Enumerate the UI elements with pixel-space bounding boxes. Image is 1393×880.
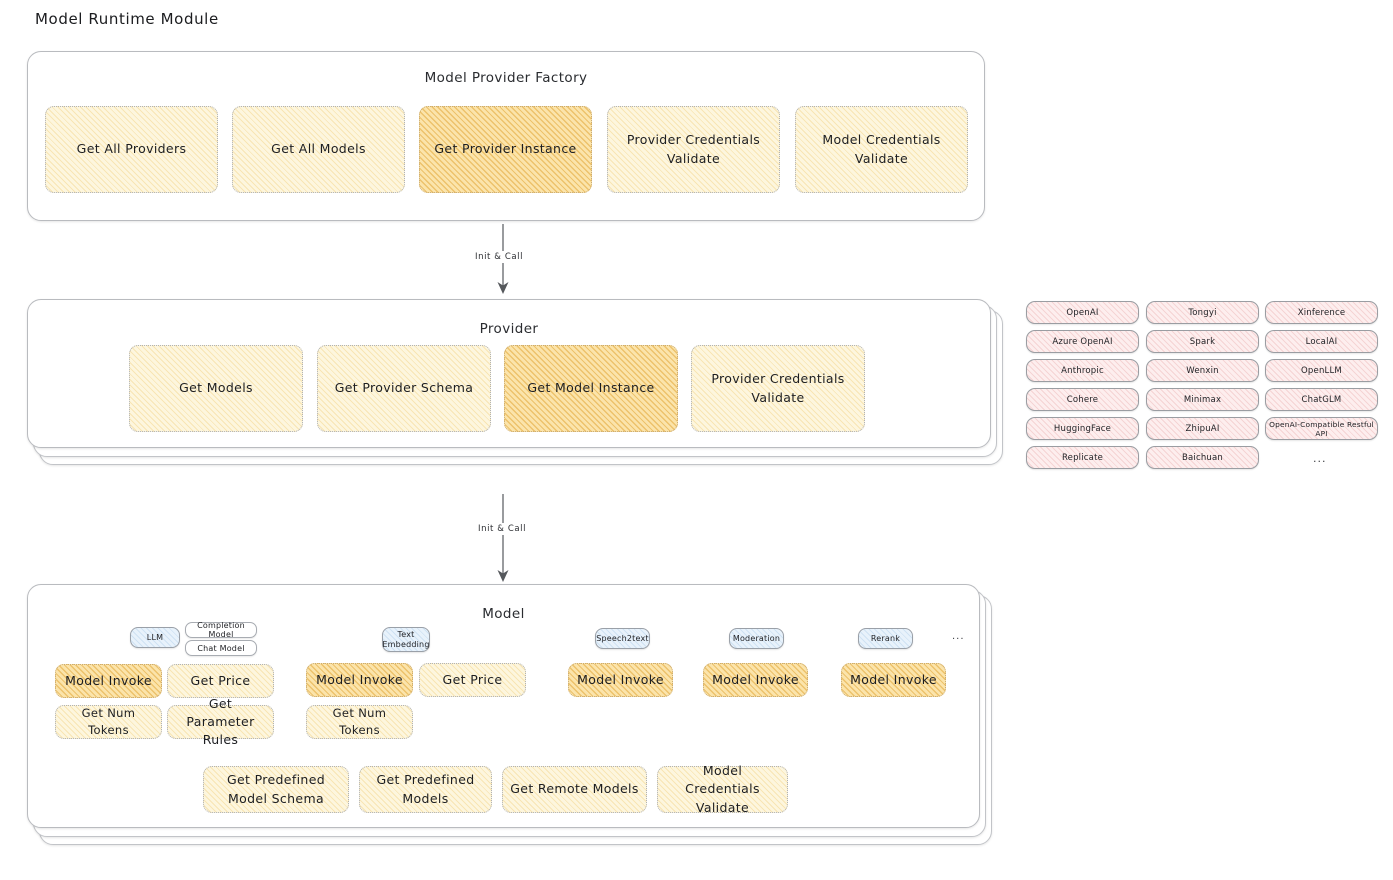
provider-chip-anthropic[interactable]: Anthropic — [1026, 359, 1139, 382]
provider-chip-chatglm[interactable]: ChatGLM — [1265, 388, 1378, 411]
page-title: Model Runtime Module — [35, 10, 219, 28]
model-type-chip-text-embedding[interactable]: Text Embedding — [382, 627, 430, 652]
model-common-op-get-remote-models[interactable]: Get Remote Models — [502, 766, 647, 813]
provider-chip-replicate[interactable]: Replicate — [1026, 446, 1139, 469]
provider-panel-title: Provider — [479, 321, 539, 337]
model-type-chip-speech2text[interactable]: Speech2text — [595, 628, 650, 649]
text-embedding-op-get-num-tokens[interactable]: Get Num Tokens — [306, 705, 413, 739]
model-types-more: ... — [952, 631, 965, 642]
factory-box-provider-credentials-validate[interactable]: Provider Credentials Validate — [607, 106, 780, 193]
arrow-provider-to-model-icon — [497, 494, 509, 582]
model-type-chip-llm[interactable]: LLM — [130, 627, 180, 648]
llm-op-get-num-tokens[interactable]: Get Num Tokens — [55, 705, 162, 739]
provider-chip-baichuan[interactable]: Baichuan — [1146, 446, 1259, 469]
provider-box-get-model-instance[interactable]: Get Model Instance — [504, 345, 678, 432]
llm-op-model-invoke[interactable]: Model Invoke — [55, 664, 162, 698]
factory-panel-title: Model Provider Factory — [424, 70, 588, 86]
rerank-op-model-invoke[interactable]: Model Invoke — [841, 663, 946, 697]
factory-box-get-provider-instance[interactable]: Get Provider Instance — [419, 106, 592, 193]
llm-op-get-price[interactable]: Get Price — [167, 664, 274, 698]
provider-chip-openai-compatible-restful-api[interactable]: OpenAI-Compatible Restful API — [1265, 417, 1378, 440]
model-common-op-get-predefined-models[interactable]: Get Predefined Models — [359, 766, 492, 813]
provider-chip-openai[interactable]: OpenAI — [1026, 301, 1139, 324]
factory-box-get-all-providers[interactable]: Get All Providers — [45, 106, 218, 193]
provider-chip-tongyi[interactable]: Tongyi — [1146, 301, 1259, 324]
provider-chip-localai[interactable]: LocalAI — [1265, 330, 1378, 353]
model-type-chip-rerank[interactable]: Rerank — [858, 628, 913, 649]
speech2text-op-model-invoke[interactable]: Model Invoke — [568, 663, 673, 697]
moderation-op-model-invoke[interactable]: Model Invoke — [703, 663, 808, 697]
factory-box-model-credentials-validate[interactable]: Model Credentials Validate — [795, 106, 968, 193]
text-embedding-op-model-invoke[interactable]: Model Invoke — [306, 663, 413, 697]
provider-box-provider-credentials-validate[interactable]: Provider Credentials Validate — [691, 345, 865, 432]
provider-chip-zhipuai[interactable]: ZhipuAI — [1146, 417, 1259, 440]
provider-chip-spark[interactable]: Spark — [1146, 330, 1259, 353]
factory-box-get-all-models[interactable]: Get All Models — [232, 106, 405, 193]
provider-box-get-models[interactable]: Get Models — [129, 345, 303, 432]
provider-chip-minimax[interactable]: Minimax — [1146, 388, 1259, 411]
provider-chip-azure-openai[interactable]: Azure OpenAI — [1026, 330, 1139, 353]
model-common-op-get-predefined-model-schema[interactable]: Get Predefined Model Schema — [203, 766, 349, 813]
model-panel-title: Model — [482, 606, 525, 622]
model-subchip-completion-model[interactable]: Completion Model — [185, 621, 257, 639]
provider-chip-openllm[interactable]: OpenLLM — [1265, 359, 1378, 382]
provider-chip-cohere[interactable]: Cohere — [1026, 388, 1139, 411]
provider-list-more: ... — [1313, 452, 1327, 465]
model-common-op-model-credentials-validate[interactable]: Model Credentials Validate — [657, 763, 788, 815]
provider-chip-xinference[interactable]: Xinference — [1265, 301, 1378, 324]
provider-chip-wenxin[interactable]: Wenxin — [1146, 359, 1259, 382]
arrow-label-init-and-call-2: Init & Call — [475, 523, 530, 535]
model-type-chip-moderation[interactable]: Moderation — [729, 628, 784, 649]
model-subchip-chat-model[interactable]: Chat Model — [185, 640, 257, 656]
arrow-label-init-and-call-1: Init & Call — [472, 251, 527, 263]
llm-op-get-parameter-rules[interactable]: Get Parameter Rules — [167, 696, 274, 747]
provider-box-get-provider-schema[interactable]: Get Provider Schema — [317, 345, 491, 432]
text-embedding-op-get-price[interactable]: Get Price — [419, 663, 526, 697]
provider-chip-huggingface[interactable]: HuggingFace — [1026, 417, 1139, 440]
